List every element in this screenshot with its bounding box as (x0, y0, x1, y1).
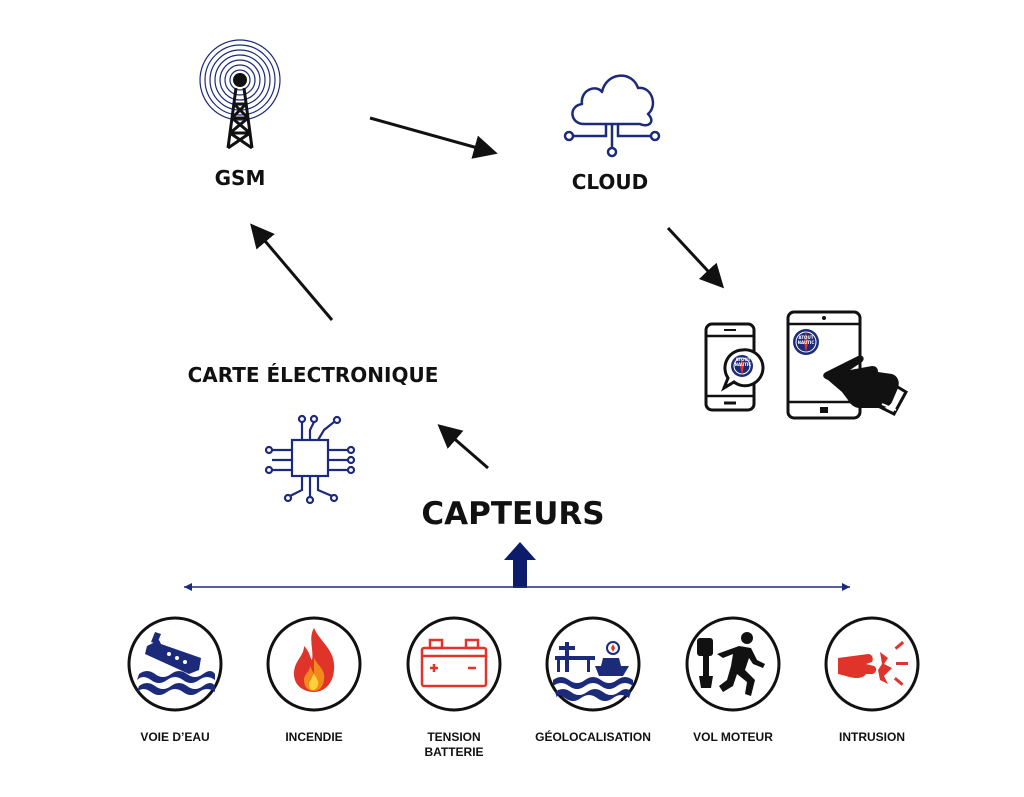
pointing-hand-icon (823, 355, 909, 416)
battery-icon (406, 616, 502, 712)
flame-icon (266, 616, 362, 712)
gsm-tower-icon (199, 39, 281, 150)
sensors-range-line (184, 583, 850, 591)
gsm-label: GSM (214, 166, 266, 190)
sensors-up-arrow (504, 542, 536, 588)
sensor-label-1: VOIE D’EAU (140, 730, 210, 744)
sensors-title: CAPTEURS (421, 496, 605, 532)
cloud-label: CLOUD (571, 170, 649, 194)
cloud-icon (563, 74, 661, 158)
app-logo-large-line2: NAUTIC (797, 340, 815, 345)
sensor-label-5: VOL MOTEUR (693, 730, 773, 744)
app-logo-line1: ATOUT (735, 357, 751, 362)
sinking-ship-icon (127, 616, 223, 712)
sensor-label-3: TENSION BATTERIE (424, 730, 484, 759)
smartphone-notification-icon (704, 322, 765, 412)
harbor-boat-icon (545, 616, 641, 712)
app-logo-large-line1: ATOUT (798, 335, 814, 340)
sensor-label-4: GÉOLOCALISATION (535, 730, 651, 744)
app-logo-line2: NAUTIC (734, 362, 752, 367)
app-logo-large: ATOUT NAUTIC (793, 335, 819, 345)
app-logo-small: ATOUT NAUTIC (730, 357, 756, 367)
thief-engine-icon (685, 616, 781, 712)
circuit-chip-icon (264, 414, 356, 505)
board-label: CARTE ÉLECTRONIQUE (187, 363, 439, 387)
sensor-label-6: INTRUSION (839, 730, 905, 744)
broken-lock-icon (824, 616, 920, 712)
sensor-label-2: INCENDIE (285, 730, 343, 744)
